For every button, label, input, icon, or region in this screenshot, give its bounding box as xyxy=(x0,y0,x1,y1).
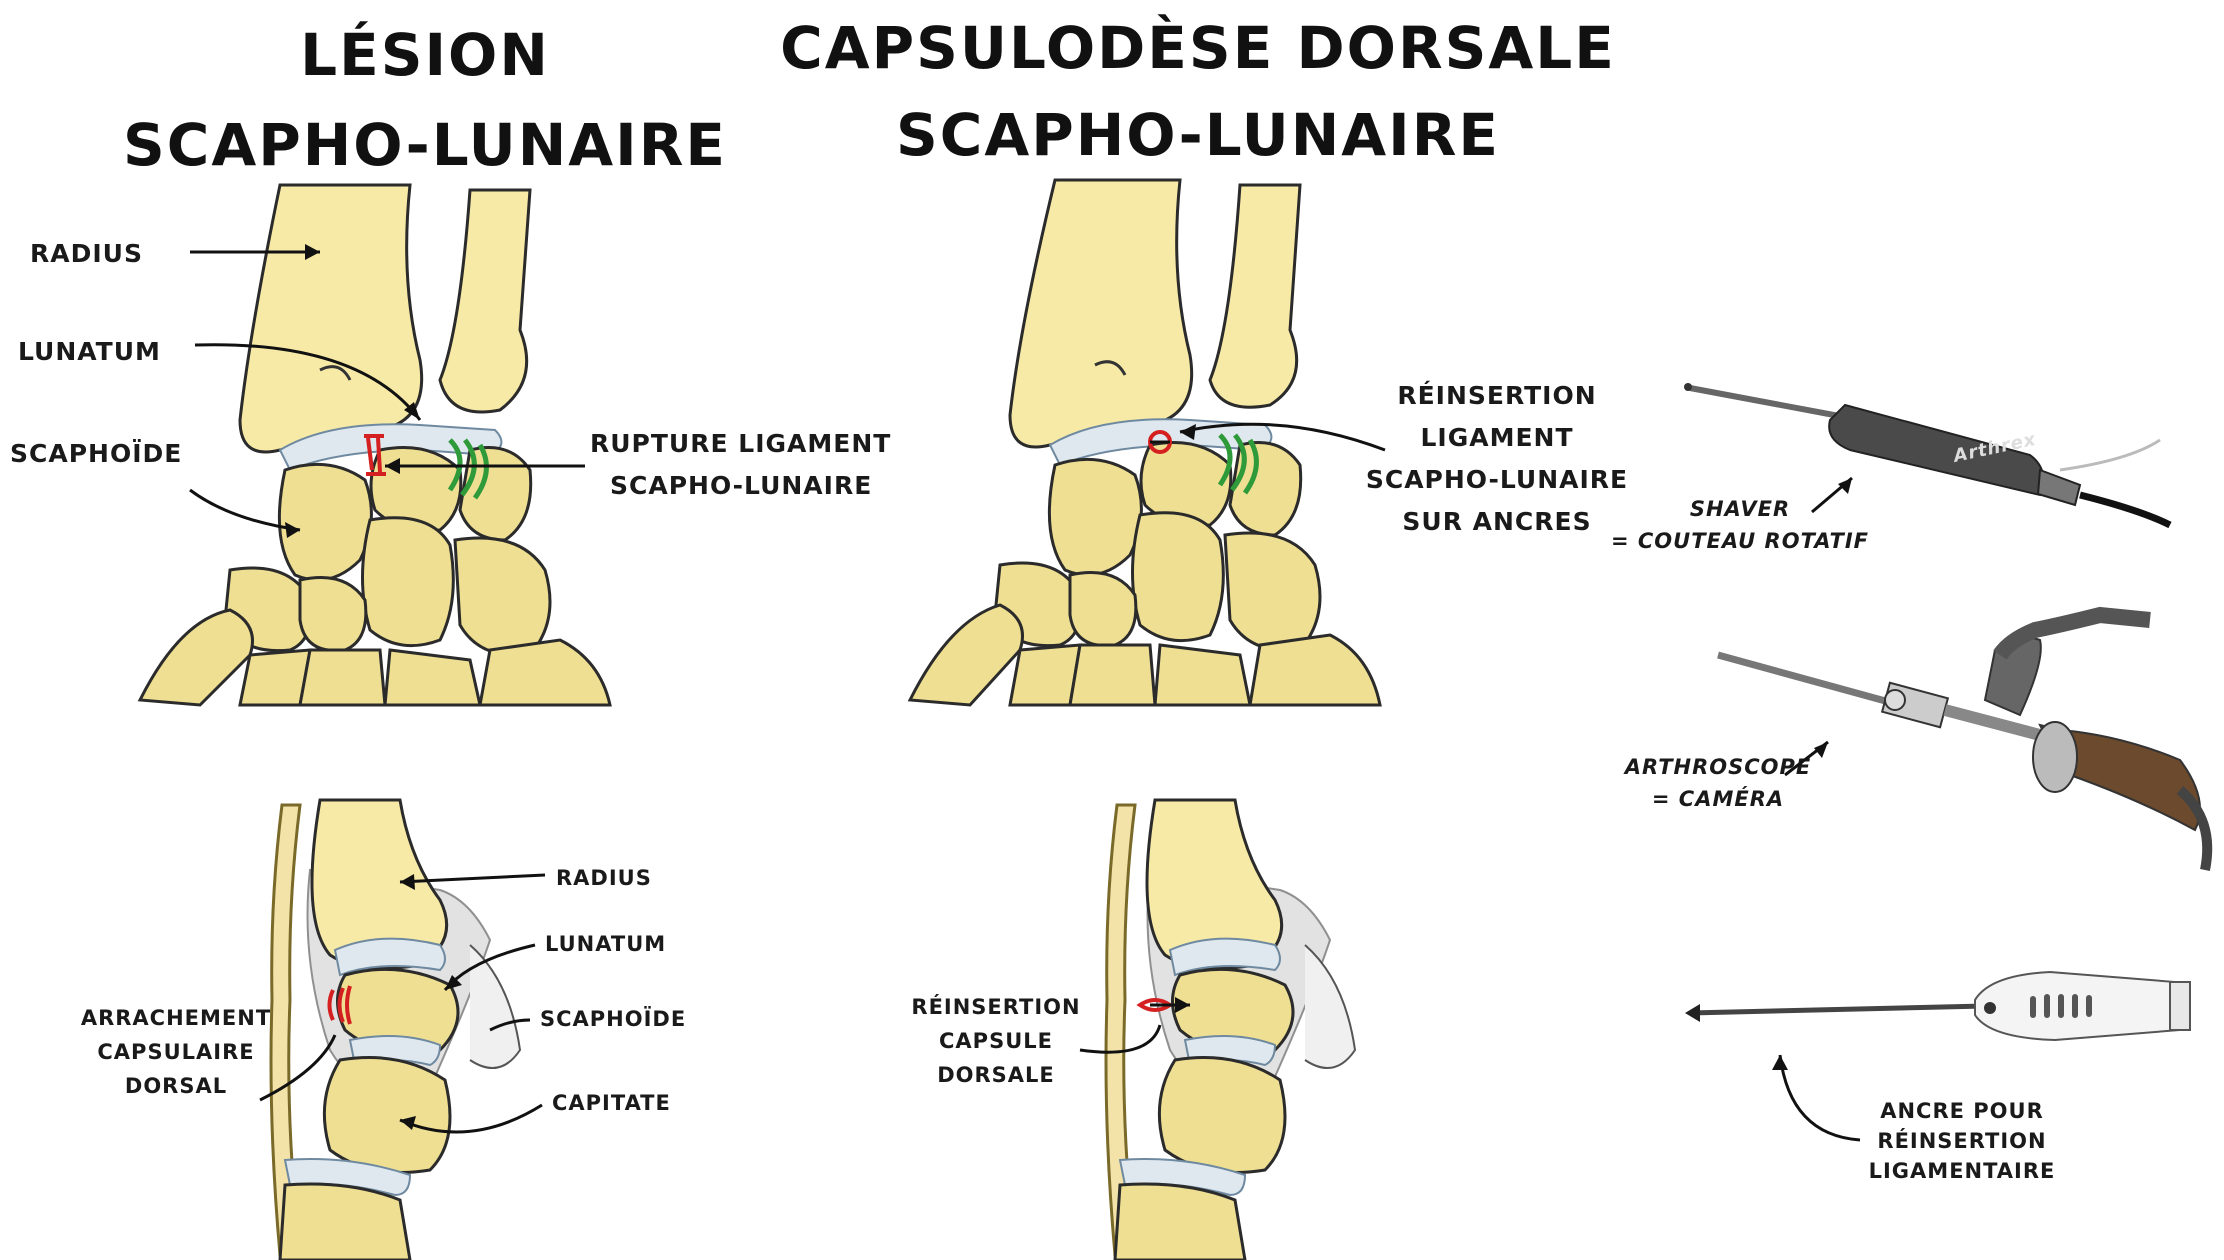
side-label-capitate: CAPITATE xyxy=(552,1091,671,1115)
label-arthroscope-line2: = CAMÉRA xyxy=(1652,786,1784,811)
side-label-arrachement-line2: CAPSULAIRE xyxy=(97,1040,254,1064)
label-lunatum: LUNATUM xyxy=(18,337,161,366)
front-wrist-repair xyxy=(907,178,1382,707)
capsular-avulsion-mark xyxy=(327,985,352,1025)
title-center-line2: SCAPHO-LUNAIRE xyxy=(896,101,1500,169)
side-label-arrachement-line1: ARRACHEMENT xyxy=(81,1006,271,1030)
side-wrist-lesion xyxy=(269,798,522,1260)
side-label-arrachement-line3: DORSAL xyxy=(125,1074,227,1098)
side-label-reinsertion-line3: DORSALE xyxy=(937,1063,1055,1087)
label-anchor-line2: RÉINSERTION xyxy=(1877,1128,2046,1153)
arthroscope-instrument xyxy=(1717,606,2213,871)
side-capitate xyxy=(322,1056,452,1174)
title-left-line1: LÉSION xyxy=(300,20,550,89)
radius-bone xyxy=(238,183,424,454)
title-center-line1: CAPSULODÈSE DORSALE xyxy=(780,13,1616,82)
label-anchor-line1: ANCRE POUR xyxy=(1880,1099,2044,1123)
arrow-lunatum xyxy=(194,343,422,421)
label-shaver-line2: = COUTEAU ROTATIF xyxy=(1611,529,1869,553)
arrow-scaphoide xyxy=(189,488,301,532)
side-label-reinsertion-line2: CAPSULE xyxy=(939,1029,1053,1053)
anchor-instrument xyxy=(1685,970,2191,1042)
label-radius: RADIUS xyxy=(30,239,143,268)
capitate-bone xyxy=(361,516,455,648)
label-reinsertion-line3: SCAPHO-LUNAIRE xyxy=(1366,465,1628,494)
label-anchor-line3: LIGAMENTAIRE xyxy=(1869,1159,2056,1183)
scaphoid-bone xyxy=(277,462,373,582)
ulna-bone xyxy=(438,188,532,414)
label-scaphoide: SCAPHOÏDE xyxy=(10,438,182,468)
side-label-reinsertion-line1: RÉINSERTION xyxy=(911,994,1080,1019)
lesion-mark xyxy=(366,437,374,471)
title-left-line2: SCAPHO-LUNAIRE xyxy=(123,111,727,179)
label-reinsertion-line2: LIGAMENT xyxy=(1420,423,1573,452)
label-arthroscope-line1: ARTHROSCOPE xyxy=(1623,755,1812,779)
label-shaver-line1: SHAVER xyxy=(1690,497,1790,521)
label-rupture-line1: RUPTURE LIGAMENT xyxy=(590,429,891,458)
label-reinsertion-line1: RÉINSERTION xyxy=(1397,381,1596,410)
arrow-reinsertion xyxy=(1179,422,1386,452)
side-label-radius: RADIUS xyxy=(556,866,652,890)
front-wrist-lesion xyxy=(137,183,612,707)
side-wrist-repair xyxy=(1104,798,1357,1260)
label-reinsertion-line4: SUR ANCRES xyxy=(1402,507,1591,536)
side-label-lunatum: LUNATUM xyxy=(545,932,666,956)
label-rupture-line2: SCAPHO-LUNAIRE xyxy=(610,471,872,500)
side-label-scaphoide: SCAPHOÏDE xyxy=(540,1006,686,1031)
